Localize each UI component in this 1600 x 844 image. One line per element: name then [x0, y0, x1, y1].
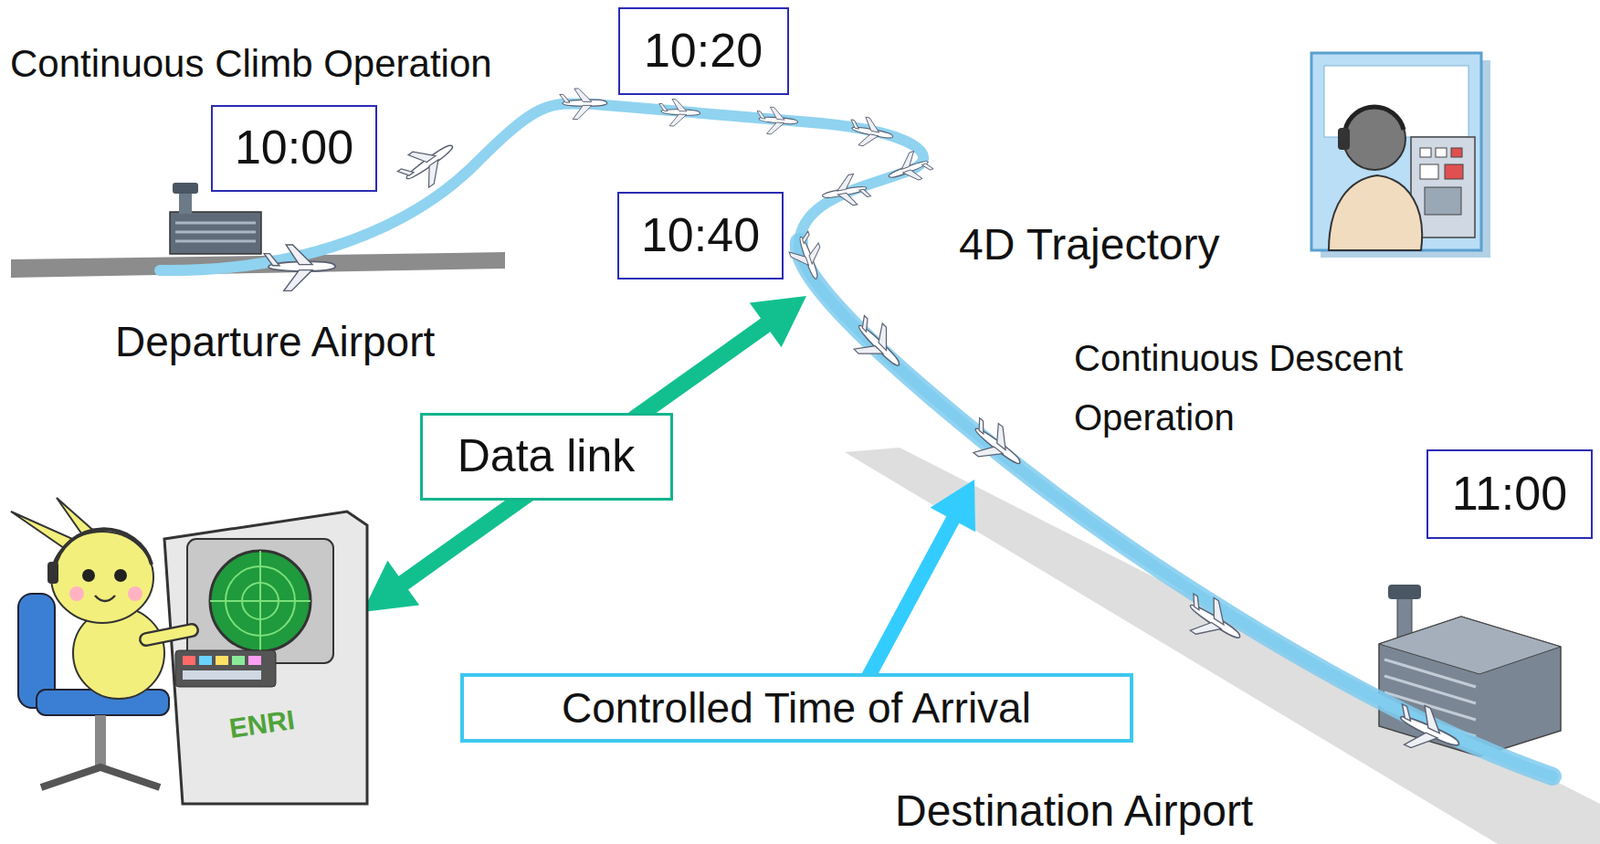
- label-text: Destination Airport: [894, 786, 1253, 835]
- pilot-illustration: [1311, 52, 1491, 258]
- cta-box: Controlled Time of Arrival: [460, 673, 1134, 744]
- trajectory-ribbon: [159, 103, 1553, 777]
- airplane: [1387, 696, 1468, 766]
- destination-airport-art: [1378, 584, 1561, 757]
- phase-label: Continuous Climb Operation: [10, 41, 493, 87]
- terminal: [169, 211, 262, 254]
- data-link-box: Data link: [420, 412, 674, 501]
- tower: [178, 191, 192, 214]
- cta-arrow: [860, 479, 976, 685]
- time-box: 10:00: [210, 105, 378, 192]
- airplane: [755, 105, 800, 137]
- airplane: [846, 114, 896, 152]
- time-box: 10:40: [617, 191, 784, 280]
- runway-shadow: [844, 447, 1600, 844]
- airplane: [657, 98, 701, 128]
- box-text: 10:20: [643, 23, 763, 79]
- box-text: 10:00: [234, 120, 354, 176]
- airport-label: Destination Airport: [894, 784, 1253, 838]
- airport-label: Departure Airport: [115, 316, 435, 368]
- airplanes: [263, 88, 1468, 766]
- time-box: 10:20: [618, 7, 790, 95]
- airplane: [559, 88, 608, 120]
- label-text: Departure Airport: [115, 317, 435, 366]
- airplane: [784, 229, 830, 285]
- airplane: [1175, 587, 1250, 655]
- terminal-windows: [175, 222, 256, 242]
- box-text: Data link: [457, 430, 636, 484]
- airplane: [263, 244, 336, 291]
- airplane: [842, 310, 912, 380]
- time-box: 11:00: [1426, 449, 1593, 539]
- airplane: [960, 411, 1032, 479]
- label-text: ENRI: [227, 704, 297, 744]
- airplane: [884, 147, 937, 190]
- phase-label: Continuous Descent Operation: [1073, 328, 1504, 448]
- tower-cab: [1388, 584, 1422, 600]
- label-text: Continuous Climb Operation: [10, 42, 493, 85]
- airplane: [820, 171, 873, 211]
- label-text: 4D Trajectory: [958, 220, 1220, 269]
- box-text: Controlled Time of Arrival: [561, 684, 1032, 733]
- controller-illustration: [10, 497, 368, 804]
- airplane: [393, 131, 464, 198]
- concept-label: 4D Trajectory: [958, 218, 1220, 272]
- tower-cab: [172, 182, 199, 194]
- box-text: 11:00: [1452, 466, 1568, 522]
- box-text: 10:40: [641, 208, 760, 264]
- label-text: Continuous Descent Operation: [1073, 337, 1403, 438]
